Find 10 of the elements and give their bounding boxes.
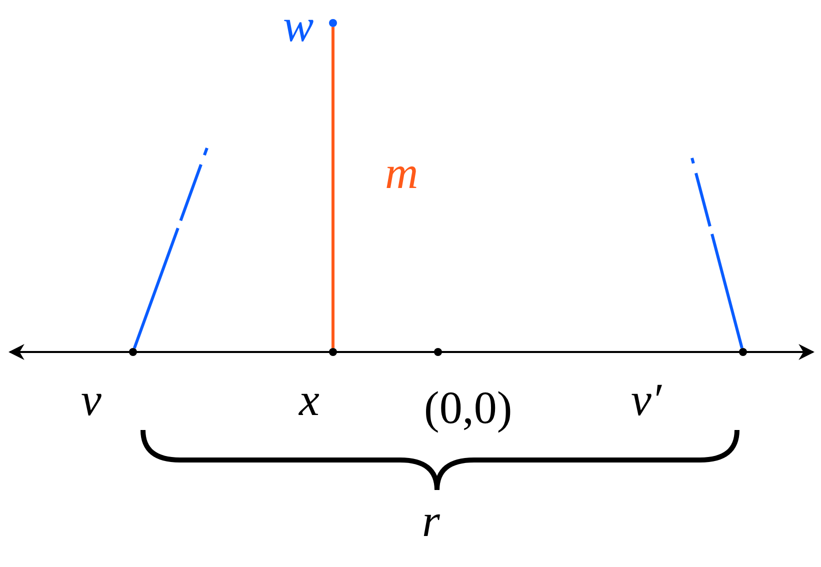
line-segment bbox=[132, 147, 208, 349]
point-label: x bbox=[299, 377, 320, 423]
brace-label: r bbox=[422, 498, 440, 544]
point-label: v′ bbox=[631, 377, 662, 423]
point-label: (0,0) bbox=[424, 385, 512, 431]
edge-label: m bbox=[385, 150, 418, 196]
line-segment bbox=[332, 27, 334, 348]
point-label: v bbox=[81, 377, 102, 423]
line-segment bbox=[690, 158, 744, 349]
point-label: w bbox=[283, 3, 314, 49]
